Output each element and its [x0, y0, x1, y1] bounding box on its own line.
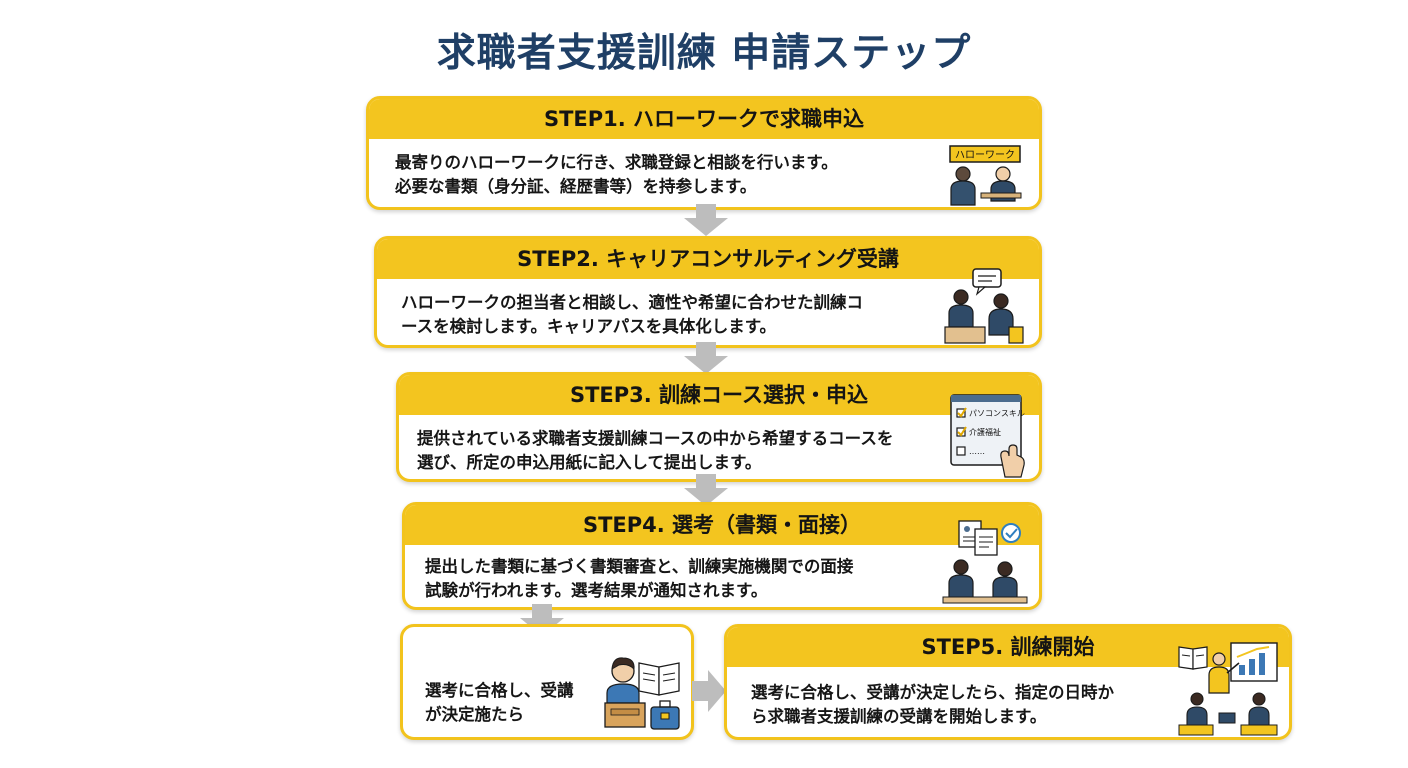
step5-card: STEP5. 訓練開始 選考に合格し、受講が決定したら、指定の日時か ら求職者支…: [724, 624, 1292, 740]
page-title: 求職者支援訓練 申請ステップ: [436, 31, 972, 76]
step3-heading: STEP3. 訓練コース選択・申込: [399, 375, 1039, 415]
hellowork-sign-label: ハローワーク: [955, 149, 1015, 161]
step4-heading: STEP4. 選考（書類・面接）: [405, 505, 1039, 545]
career-consulting-icon: [944, 268, 1024, 344]
step2-card: STEP2. キャリアコンサルティング受講 ハローワークの担当者と相談し、適性や…: [374, 236, 1042, 348]
course-checklist-icon: パソコンスキル 介護福祉 ……: [950, 394, 1025, 478]
checklist-item: ……: [969, 447, 985, 456]
pass-description: 選考に合格し、受講 が決定施たら: [425, 681, 574, 724]
step4-card: STEP4. 選考（書類・面接） 提出した書類に基づく書類審査と、訓練実施機関で…: [402, 502, 1042, 610]
training-class-icon: [1178, 642, 1278, 736]
pass-card: 選考に合格し、受講 が決定施たら: [400, 624, 694, 740]
checklist-item: 介護福祉: [969, 427, 1001, 437]
step4-description: 提出した書類に基づく書類審査と、訓練実施機関での面接 試験が行われます。選考結果…: [425, 557, 854, 600]
student-study-icon: [604, 657, 680, 730]
step1-heading: STEP1. ハローワークで求職申込: [369, 99, 1039, 139]
arrow-down-icon: [684, 204, 728, 236]
arrow-down-icon: [520, 604, 564, 636]
arrow-down-icon: [684, 474, 728, 506]
step5-description: 選考に合格し、受講が決定したら、指定の日時か ら求職者支援訓練の受講を開始します…: [751, 683, 1114, 726]
hellowork-counter-icon: ハローワーク: [949, 145, 1022, 206]
step2-description: ハローワークの担当者と相談し、適性や希望に合わせた訓練コ ースを検討します。キャ…: [401, 293, 863, 336]
arrow-right-icon: [692, 670, 726, 712]
step3-card: STEP3. 訓練コース選択・申込 提供されている求職者支援訓練コースの中から希…: [396, 372, 1042, 482]
checklist-item: パソコンスキル: [969, 409, 1025, 418]
step2-heading: STEP2. キャリアコンサルティング受講: [377, 239, 1039, 279]
arrow-down-icon: [684, 342, 728, 374]
step3-description: 提供されている求職者支援訓練コースの中から希望するコースを 選び、所定の申込用紙…: [417, 429, 894, 472]
document-interview-icon: [942, 520, 1028, 604]
step1-card: STEP1. ハローワークで求職申込 最寄りのハローワークに行き、求職登録と相談…: [366, 96, 1042, 210]
step1-description: 最寄りのハローワークに行き、求職登録と相談を行います。 必要な書類（身分証、経歴…: [395, 153, 838, 196]
